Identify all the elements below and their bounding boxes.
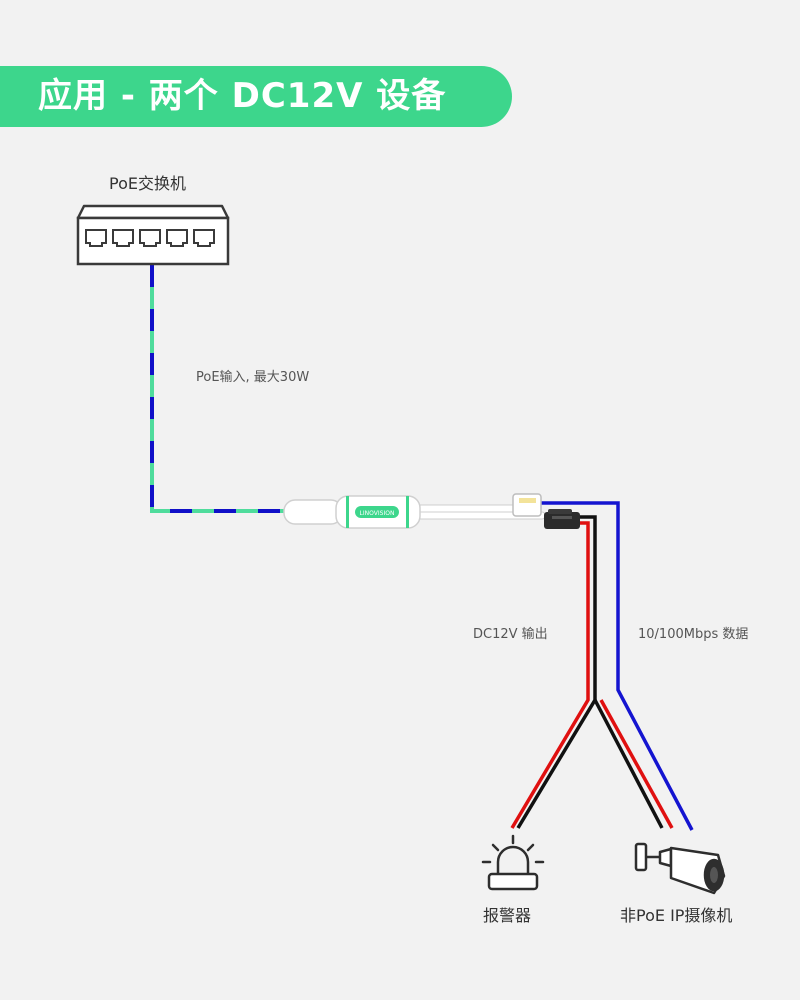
rj45-connector-icon bbox=[512, 493, 542, 517]
poe-input-label: PoE输入, 最大30W bbox=[196, 370, 310, 385]
ip-camera-icon bbox=[634, 842, 726, 895]
data-cable bbox=[540, 501, 694, 831]
poe-input-cable bbox=[150, 265, 288, 513]
dc-red-wire-2 bbox=[599, 699, 674, 829]
poe-splitter-icon: LINOVISION bbox=[283, 495, 546, 529]
dc-connector-icon bbox=[544, 509, 580, 529]
data-label: 10/100Mbps 数据 bbox=[638, 627, 749, 642]
switch-label: PoE交换机 bbox=[109, 174, 186, 193]
dc-black-wire-2 bbox=[593, 699, 664, 829]
switch-icon bbox=[76, 204, 230, 266]
alarm-label: 报警器 bbox=[483, 906, 532, 925]
splitter-brand: LINOVISION bbox=[360, 510, 395, 517]
dc-red-wire bbox=[510, 521, 590, 829]
dc-output-label: DC12V 输出 bbox=[473, 627, 548, 642]
alarm-siren-icon bbox=[481, 834, 545, 891]
dc-black-wire bbox=[516, 515, 597, 829]
page-title: 应用 - 两个 DC12V 设备 bbox=[38, 76, 447, 116]
camera-label: 非PoE IP摄像机 bbox=[620, 906, 733, 925]
title-banner: 应用 - 两个 DC12V 设备 bbox=[0, 66, 512, 127]
